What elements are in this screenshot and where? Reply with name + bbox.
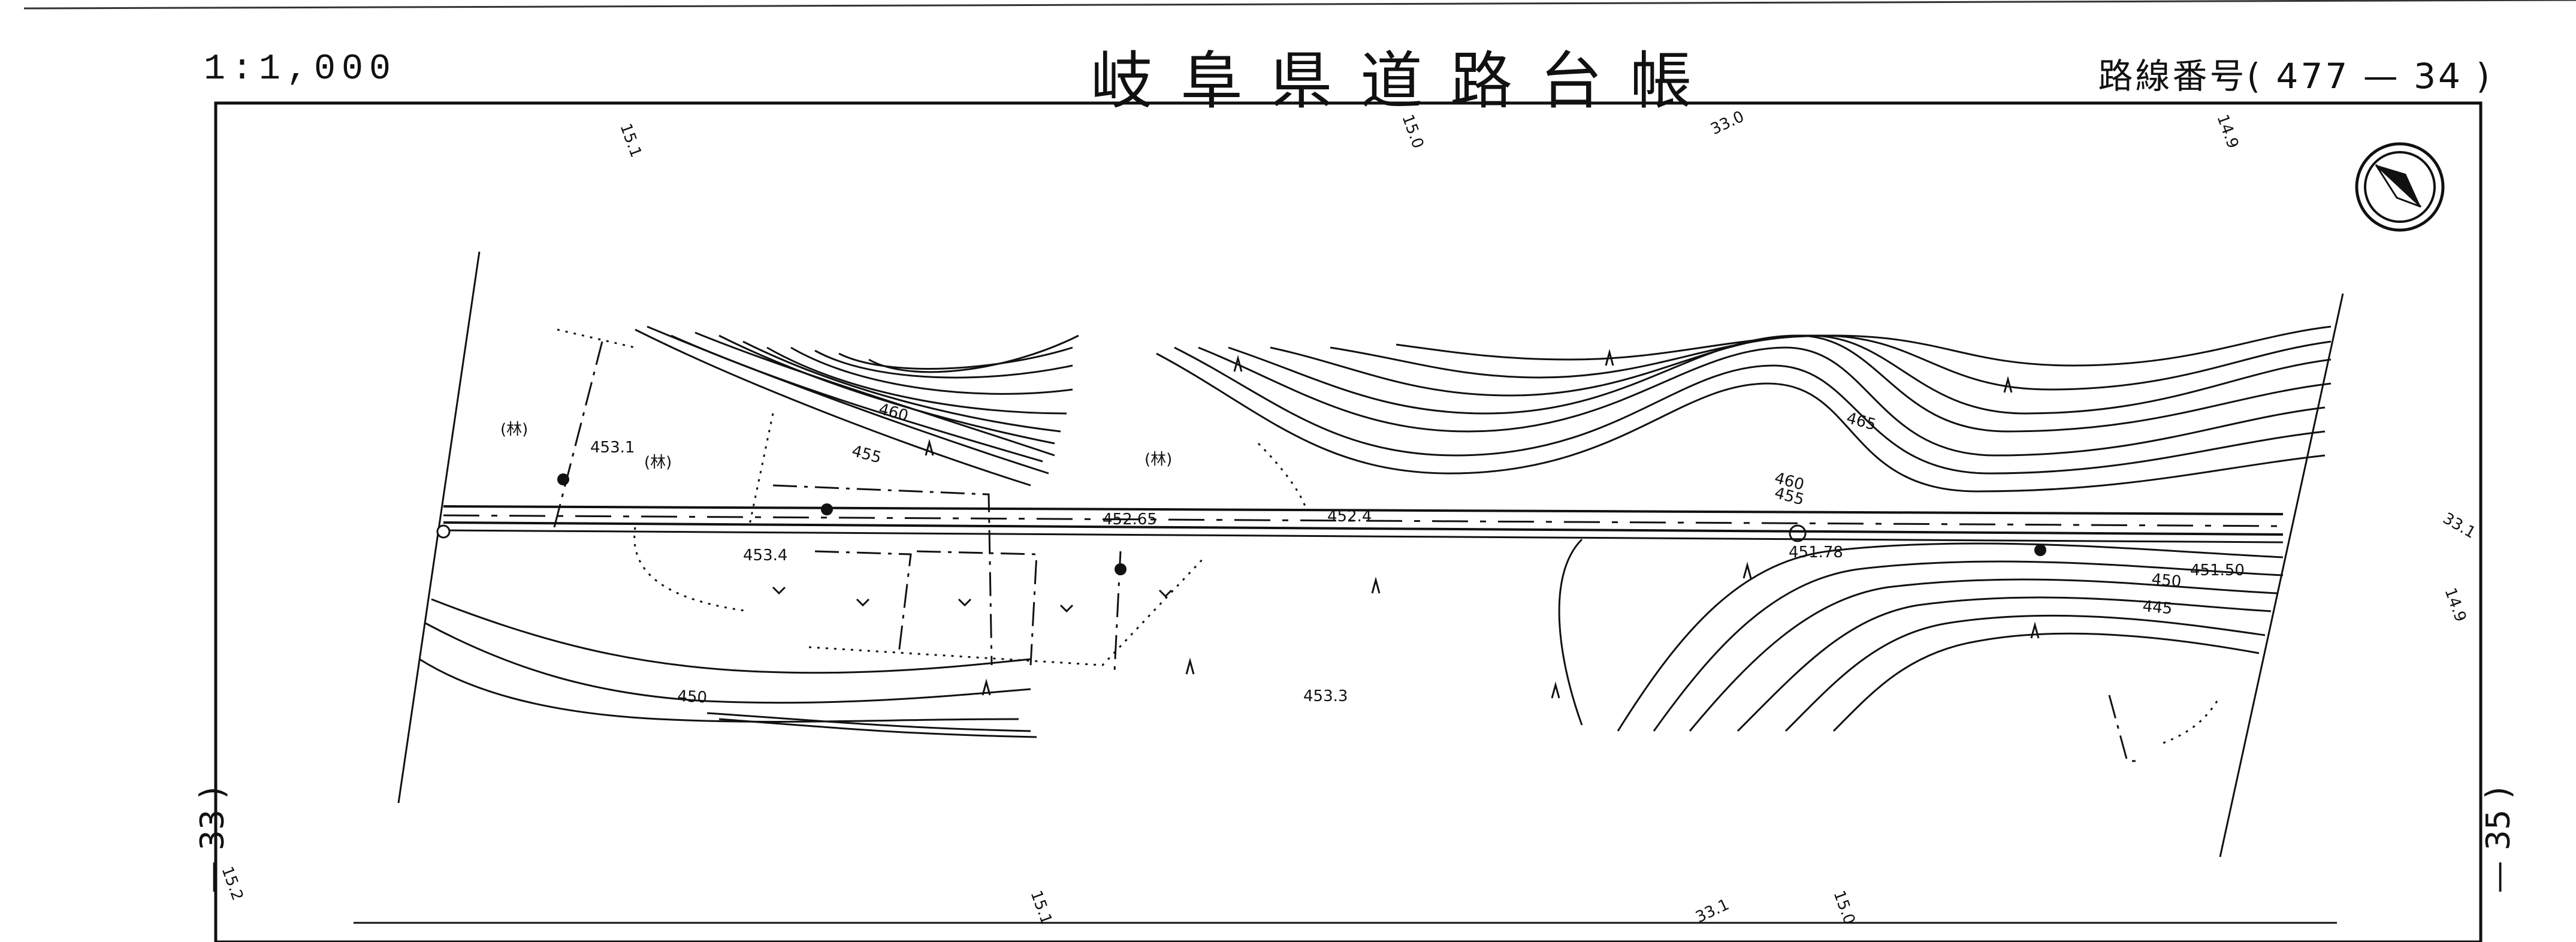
contour-label: 450: [2151, 570, 2182, 591]
grid-mark: 15.0: [1829, 888, 1858, 927]
grid-mark: 15.2: [218, 864, 246, 903]
contours-north-east: [1156, 325, 2332, 493]
grid-mark: 15.1: [616, 121, 645, 160]
benchmark-icon: [1789, 524, 1807, 542]
grid-mark: 33.0: [1708, 108, 1747, 139]
spot-height: 453.3: [1303, 687, 1348, 705]
vegetation-symbols: [772, 349, 2040, 699]
parcel-boundaries: [557, 328, 2218, 744]
road-start-mark: [436, 524, 451, 539]
land-use-marks: (林) (林) (林): [500, 421, 1172, 472]
grid-mark: 14.9: [2213, 112, 2242, 151]
spot-height: 453.1: [590, 439, 635, 457]
contour-label: 455: [850, 442, 883, 467]
survey-points: [557, 473, 2046, 575]
spot-height: 451.50: [2190, 561, 2245, 579]
map-frame: [214, 101, 2483, 942]
grid-mark: 14.9: [2441, 585, 2469, 624]
contours-north-west: [635, 325, 1079, 487]
spot-height: 453.4: [743, 547, 787, 564]
sheet-title: 岐阜県道路台帳: [1091, 44, 1720, 117]
spot-height: 452.65: [1103, 511, 1157, 529]
grid-mark: 15.0: [1398, 112, 1427, 151]
forest-mark: (林): [500, 421, 528, 439]
map-scale: 1:1,000: [204, 49, 397, 90]
contour-label: 445: [2142, 597, 2173, 618]
contours-south-west: [419, 598, 1037, 738]
spot-heights: 453.1 452.65 452.4 453.4 451.78 451.50 4…: [590, 439, 2245, 705]
contour-label: 460: [877, 400, 910, 425]
sheet-top-edge: [23, 0, 2576, 10]
forest-mark: (林): [1144, 451, 1172, 469]
route-number: 路線番号( 477 — 34 ): [2098, 56, 2492, 96]
north-arrow-icon: [2355, 142, 2445, 232]
property-lines: [553, 341, 2139, 762]
grid-mark: 33.1: [2440, 509, 2479, 542]
spot-height: 452.4: [1327, 508, 1372, 526]
contours-south-east: [1558, 538, 2284, 732]
spot-height: 451.78: [1789, 544, 1843, 561]
grid-mark: 15.1: [1026, 888, 1055, 927]
forest-mark: (林): [644, 454, 672, 472]
road: [443, 505, 2284, 544]
contour-label: 450: [677, 687, 708, 707]
